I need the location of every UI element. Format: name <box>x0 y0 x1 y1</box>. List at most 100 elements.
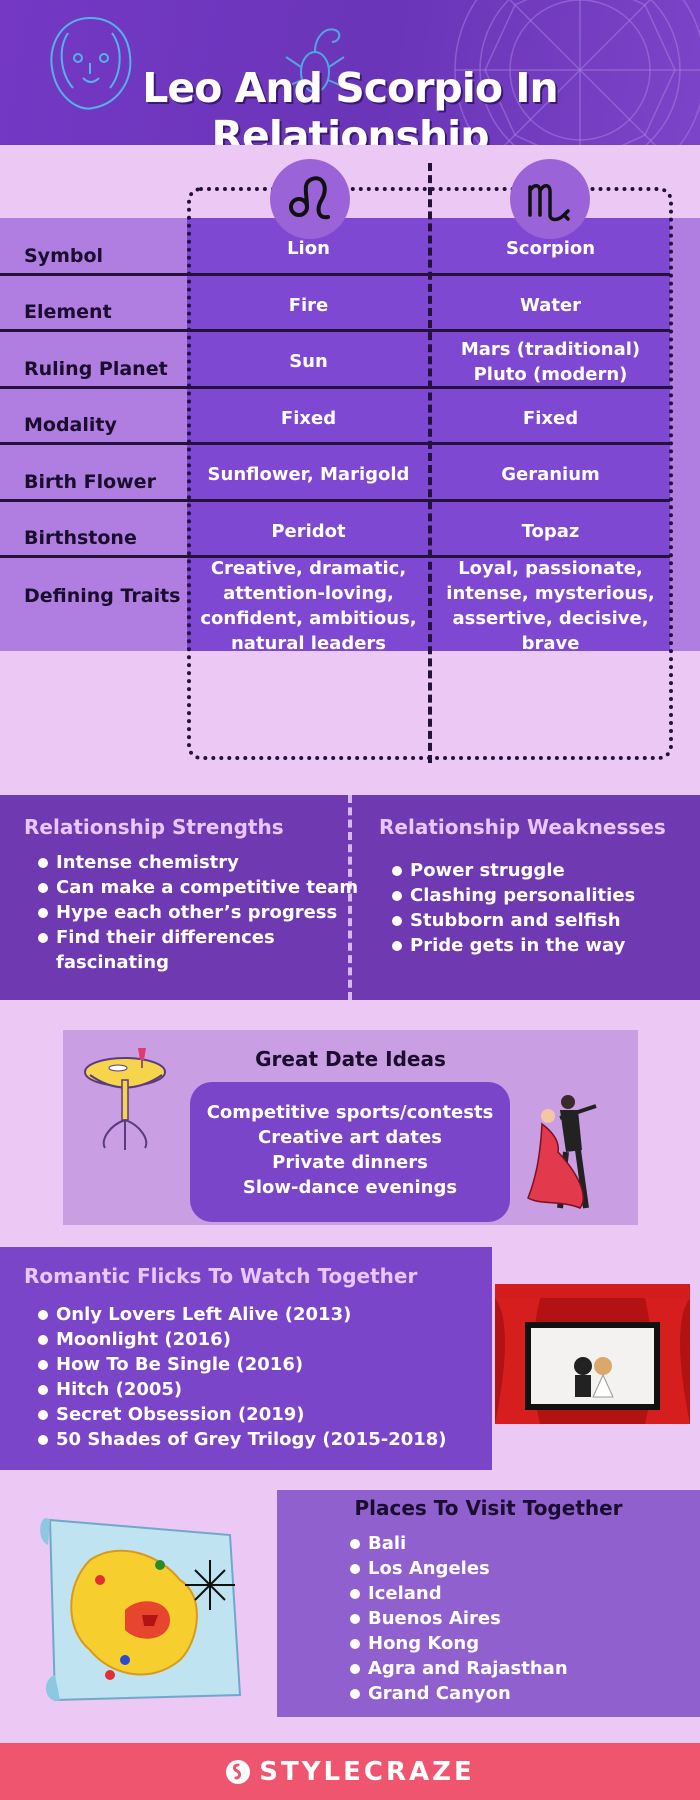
page-title: Leo And Scorpio In Relationship <box>142 64 558 145</box>
list-item: Intense chemistry <box>36 850 358 875</box>
leo-glyph-icon <box>289 176 330 220</box>
list-item: Find their differences fascinating <box>36 925 358 975</box>
scorpion-illustration-icon <box>285 28 345 93</box>
leo-value-line: confident, ambitious, <box>200 608 417 629</box>
cafe-table-illustration-icon <box>84 1048 166 1150</box>
table-row <box>0 557 700 651</box>
leo-value: Lion <box>190 236 427 261</box>
list-item-line: fascinating <box>56 952 169 973</box>
section-divider <box>348 795 352 1000</box>
row-divider <box>0 555 670 558</box>
list-item: How To Be Single (2016) <box>36 1352 447 1377</box>
dancing-couple-illustration-icon <box>527 1095 597 1209</box>
list-item: Only Lovers Left Alive (2013) <box>36 1302 447 1327</box>
row-label: Defining Traits <box>24 585 181 607</box>
scorpio-value-line: brave <box>521 633 580 654</box>
scorpio-cell <box>430 444 670 501</box>
row-label: Birthstone <box>24 527 137 549</box>
scorpio-glyph-icon <box>528 184 570 222</box>
list-item: Pride gets in the way <box>390 933 635 958</box>
scorpio-cell <box>430 388 670 444</box>
list-item-line: Find their differences <box>56 927 275 948</box>
date-idea-item: Competitive sports/contests <box>206 1102 494 1123</box>
leo-value: Sun <box>190 349 427 374</box>
leo-value-line: Sunflower, Marigold <box>207 464 410 485</box>
movies-heading: Romantic Flicks To Watch Together <box>24 1264 418 1288</box>
row-divider <box>0 386 670 389</box>
lion-illustration-icon <box>50 16 132 110</box>
date-ideas-box <box>190 1082 510 1222</box>
places-heading: Places To Visit Together <box>354 1496 623 1520</box>
scorpio-value-line: Mars (traditional) <box>460 338 641 360</box>
scorpio-cell <box>430 275 670 331</box>
stylecraze-logo-icon <box>226 1759 251 1784</box>
treasure-map-illustration-icon <box>40 1517 242 1702</box>
scorpio-value-line: assertive, decisive, <box>452 608 649 629</box>
list-item: Moonlight (2016) <box>36 1327 447 1352</box>
row-label: Birth Flower <box>24 470 156 493</box>
date-idea-item: Slow-dance evenings <box>242 1177 458 1198</box>
list-item: Hong Kong <box>348 1631 568 1656</box>
scorpio-value: Loyal, passionate, intense, mysterious, as… <box>433 556 668 656</box>
brand-name: STYLECRAZE <box>259 1756 475 1787</box>
list-item-line: Can make a competitive team <box>56 877 359 898</box>
list-item: Hitch (2005) <box>36 1377 447 1402</box>
scorpio-value: Scorpion <box>433 236 668 261</box>
leo-value: Fixed <box>190 406 427 431</box>
list-item: Secret Obsession (2019) <box>36 1402 447 1427</box>
leo-cell <box>187 388 430 444</box>
table-row <box>0 331 700 388</box>
list-item: Iceland <box>348 1581 568 1606</box>
list-item: Grand Canyon <box>348 1681 568 1706</box>
zodiac-wheel-icon <box>454 0 700 145</box>
leo-value: Fire <box>190 293 427 318</box>
list-item: Agra and Rajasthan <box>348 1656 568 1681</box>
leo-cell <box>187 331 430 388</box>
leo-value-line: Lion <box>287 238 330 259</box>
scorpio-value-line: Pluto (modern) <box>473 363 628 385</box>
leo-value: Creative, dramatic,attention-loving,conf… <box>190 556 427 656</box>
list-item: Clashing personalities <box>390 883 635 908</box>
table-row <box>0 275 700 331</box>
weaknesses-heading: Relationship Weaknesses <box>379 815 666 839</box>
strengths-heading: Relationship Strengths <box>24 815 284 839</box>
list-item-line: Intense chemistry <box>56 852 239 873</box>
leo-value-line: Peridot <box>271 520 346 542</box>
row-divider <box>0 273 670 276</box>
scorpio-value: Topaz <box>433 519 668 544</box>
scorpio-cell <box>430 557 670 651</box>
movie-theater-illustration-icon <box>495 1284 690 1424</box>
row-divider <box>0 442 670 445</box>
scorpio-value: Geranium <box>433 462 668 487</box>
row-label: Element <box>24 301 112 323</box>
scorpio-value-line: Geranium <box>501 464 600 485</box>
date-ideas-heading: Great Date Ideas <box>255 1047 446 1071</box>
footer-brand-bar: STYLECRAZE <box>0 1743 700 1800</box>
leo-cell <box>187 557 430 651</box>
leo-value-line: Fire <box>288 294 329 316</box>
leo-value: Peridot <box>190 519 427 544</box>
row-label: Modality <box>24 414 117 436</box>
center-dashed-line <box>428 163 432 763</box>
places-panel <box>277 1490 700 1717</box>
scorpio-value-line: Loyal, passionate, <box>458 558 643 579</box>
leo-sign-circle <box>270 159 350 239</box>
leo-value-line: Fixed <box>280 407 337 429</box>
header-banner: Leo And Scorpio In Relationship <box>0 0 700 145</box>
movies-list: Only Lovers Left Alive (2013)Moonlight (… <box>36 1302 447 1452</box>
table-row <box>0 501 700 557</box>
scorpio-value-line: intense, mysterious, <box>446 583 655 604</box>
scorpio-value-line: Water <box>519 294 582 316</box>
scorpio-value: Water <box>433 293 668 318</box>
leo-cell <box>187 444 430 501</box>
list-item-line: Hype each other’s progress <box>56 902 338 923</box>
leo-value-line: Creative, dramatic, <box>210 558 407 579</box>
row-divider <box>0 329 670 332</box>
scorpio-cell <box>430 331 670 388</box>
scorpio-value-line: Scorpion <box>505 238 596 259</box>
list-item: Hype each other’s progress <box>36 900 358 925</box>
